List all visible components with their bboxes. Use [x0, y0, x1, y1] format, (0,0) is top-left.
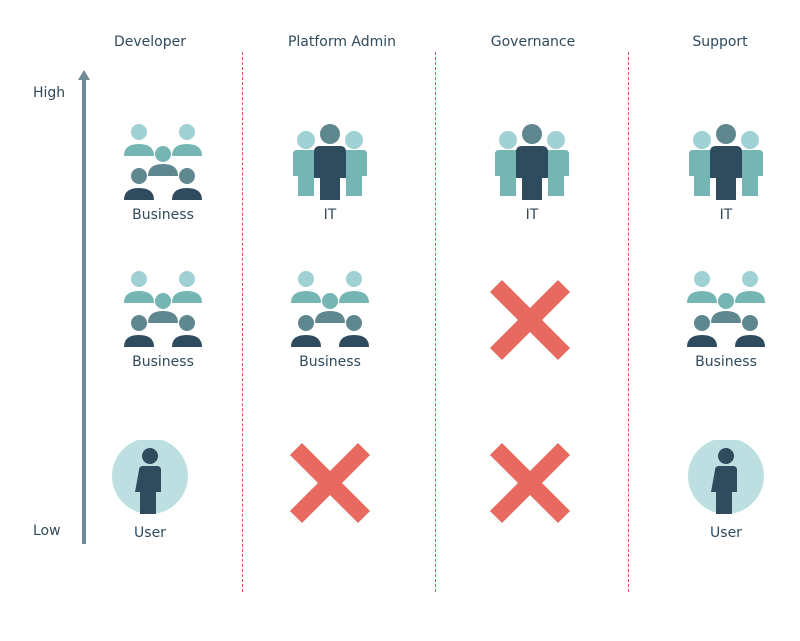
cell-support-middle: Business: [666, 265, 786, 385]
cell-developer-high: Business: [103, 118, 223, 238]
column-divider: [628, 52, 629, 592]
cell-platform-admin-high: IT: [270, 118, 390, 238]
cell-label: User: [134, 525, 166, 541]
cell-governance-middle: [472, 270, 592, 390]
column-header-platform-admin: Platform Admin: [287, 34, 397, 50]
cell-label: Business: [132, 207, 194, 223]
cross-icon: [489, 442, 571, 524]
cross-icon: [489, 279, 571, 361]
axis-label-low: Low: [33, 523, 61, 539]
cell-developer-middle: Business: [103, 265, 223, 385]
cell-label: Business: [299, 354, 361, 370]
cell-label: IT: [323, 207, 337, 223]
cell-governance-high: IT: [472, 118, 592, 238]
column-header-governance: Governance: [490, 34, 576, 50]
cell-label: IT: [719, 207, 733, 223]
cell-label: Business: [132, 354, 194, 370]
business-group-icon: [124, 271, 202, 347]
cross-icon: [289, 442, 371, 524]
business-group-icon: [291, 271, 369, 347]
cell-support-high: IT: [666, 118, 786, 238]
user-icon: [688, 440, 764, 514]
cell-governance-low: [472, 430, 592, 550]
cell-label: IT: [525, 207, 539, 223]
it-group-icon: [495, 124, 569, 200]
cell-platform-admin-middle: Business: [270, 265, 390, 385]
it-group-icon: [689, 124, 763, 200]
cell-label: Business: [695, 354, 757, 370]
axis-label-high: High: [33, 85, 66, 101]
cell-support-low: User: [666, 440, 786, 560]
cell-label: User: [710, 525, 742, 541]
column-header-developer: Developer: [113, 34, 186, 50]
column-divider: [242, 52, 243, 592]
it-group-icon: [293, 124, 367, 200]
business-group-icon: [124, 124, 202, 200]
user-icon: [112, 440, 188, 514]
cell-platform-admin-low: [270, 430, 390, 550]
business-group-icon: [687, 271, 765, 347]
column-divider: [435, 52, 436, 592]
vertical-axis-arrow: [78, 70, 90, 544]
column-header-support: Support: [692, 34, 748, 50]
cell-developer-low: User: [90, 440, 210, 560]
